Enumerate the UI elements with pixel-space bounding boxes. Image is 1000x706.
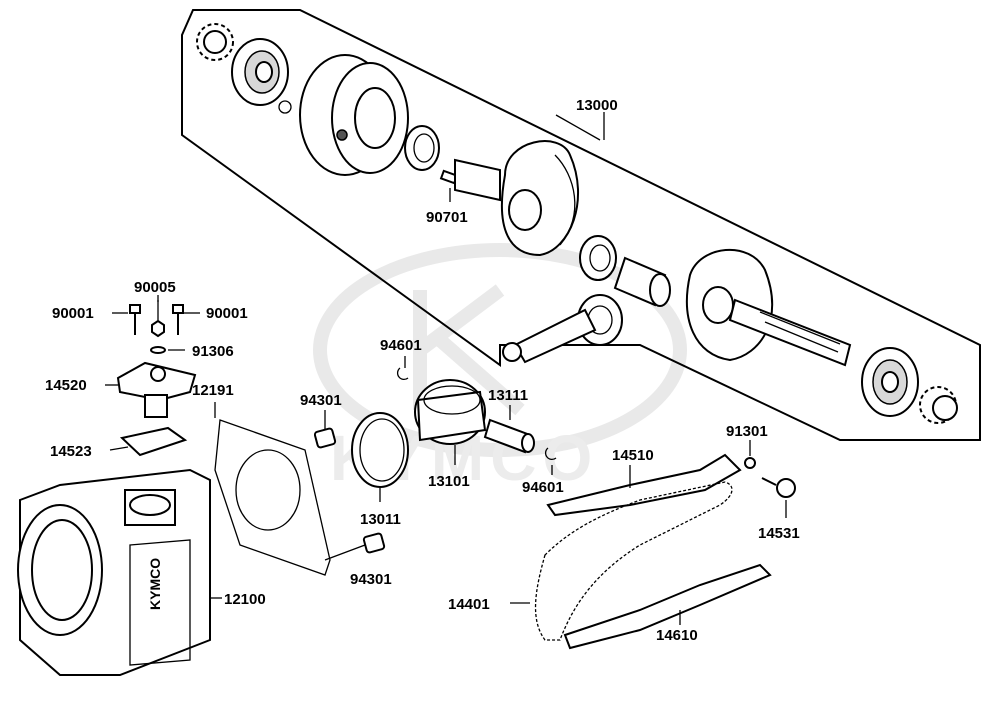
connecting-rod [502, 294, 623, 364]
tensioner-bolts [129, 300, 184, 338]
gasket-bore [235, 449, 301, 531]
cylinder-block: KYMCO [17, 468, 211, 676]
cam-chain-tensioner [116, 361, 197, 418]
tensioner-pivot-bolt [761, 477, 796, 498]
label-14523: 14523 [50, 443, 92, 460]
label-94601-upper: 94601 [380, 337, 422, 354]
label-13000: 13000 [576, 97, 618, 114]
leader-lines [105, 112, 787, 625]
piston-pin [483, 418, 535, 454]
oil-seal [404, 125, 440, 171]
label-90001-right: 90001 [206, 305, 248, 322]
cylinder-marking: KYMCO [147, 558, 163, 610]
dowel-pin-upper [313, 427, 337, 449]
label-91301: 91301 [726, 423, 768, 440]
sprocket-right [919, 386, 958, 424]
o-ring-91306 [150, 346, 166, 354]
cam-chain [534, 481, 733, 641]
drive-pulley [299, 54, 409, 176]
dowel-pin-lower [362, 532, 386, 554]
circlip-upper [396, 367, 409, 381]
label-14520: 14520 [45, 377, 87, 394]
label-90005: 90005 [134, 279, 176, 296]
chain-guide [563, 563, 772, 650]
label-94301-upper: 94301 [300, 392, 342, 409]
needle-bearing [579, 235, 617, 281]
washer-left [278, 100, 292, 114]
crank-web-right [685, 248, 852, 367]
label-14401: 14401 [448, 596, 490, 613]
tensioner-gasket [119, 426, 188, 457]
label-90701: 90701 [426, 209, 468, 226]
cylinder-gasket [214, 419, 331, 576]
label-13111: 13111 [488, 387, 528, 404]
label-94601-lower: 94601 [522, 479, 564, 496]
label-14510: 14510 [612, 447, 654, 464]
crankshaft-assembly-frame [181, 9, 981, 441]
label-13101: 13101 [428, 473, 470, 490]
washer-91301 [744, 457, 756, 469]
circlip-lower [544, 447, 557, 461]
label-12100: 12100 [224, 591, 266, 608]
crank-web-left [454, 140, 579, 257]
sprocket-left [196, 23, 234, 61]
piston-ring-set [351, 412, 409, 488]
label-94301-lower: 94301 [350, 571, 392, 588]
bearing-right [861, 347, 919, 417]
crank-pin [613, 256, 671, 307]
label-14610: 14610 [656, 627, 698, 644]
label-14531: 14531 [758, 525, 800, 542]
label-91306: 91306 [192, 343, 234, 360]
label-12191: 12191 [192, 382, 234, 399]
chain-tensioner-blade [546, 453, 742, 517]
label-13011: 13011 [360, 511, 401, 528]
bearing-left [231, 38, 289, 106]
piston [414, 379, 487, 445]
label-90001-left: 90001 [52, 305, 94, 322]
